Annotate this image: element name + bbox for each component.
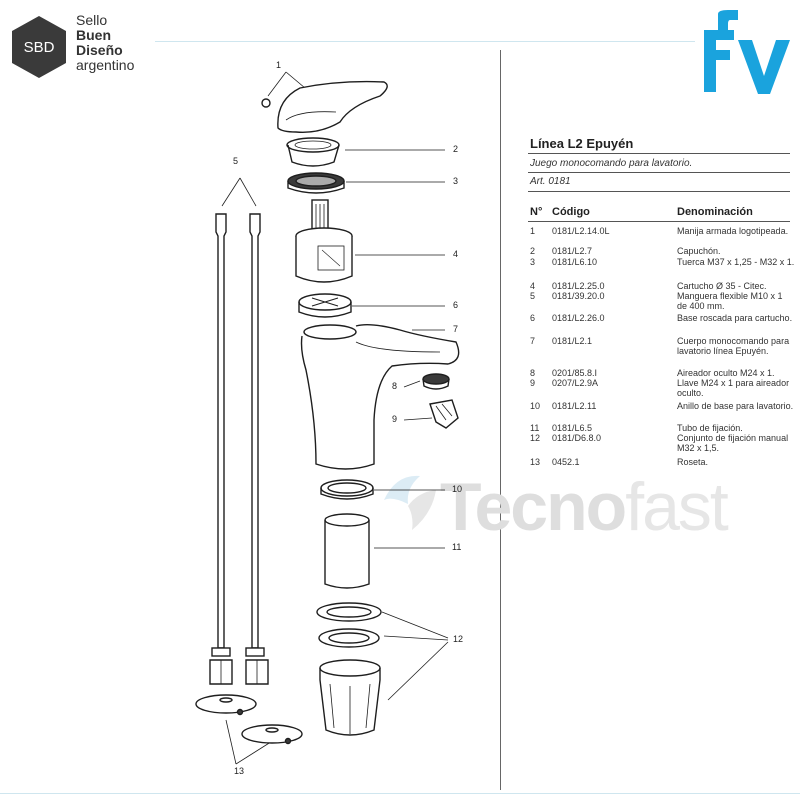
callout-4: 4 xyxy=(453,249,459,259)
part-9-key xyxy=(429,399,459,429)
part-7-body xyxy=(300,323,460,470)
row-desc: Capuchón. xyxy=(677,246,721,256)
panel-divider xyxy=(500,50,501,790)
product-subtitle: Juego monocomando para lavatorio. xyxy=(530,158,693,169)
callout-1: 1 xyxy=(276,60,282,70)
part-2-cap xyxy=(286,137,340,167)
top-rule xyxy=(155,41,695,42)
product-line-title: Línea L2 Epuyén xyxy=(530,136,634,151)
seal-caption: Sello Buen Diseño argentino xyxy=(76,13,134,73)
part-6-base xyxy=(298,293,352,318)
row-num: 6 xyxy=(530,313,536,323)
callout-13: 13 xyxy=(234,766,245,776)
col-header-num: N° xyxy=(530,206,543,218)
callout-11: 11 xyxy=(452,542,462,552)
row-num: 8 xyxy=(530,368,536,378)
sbd-seal-icon: SBD xyxy=(12,16,66,78)
row-desc: Manija armada logotipeada. xyxy=(677,226,789,236)
row-num: 3 xyxy=(530,257,536,267)
row-num: 13 xyxy=(530,457,541,467)
row-num: 12 xyxy=(530,433,541,443)
callout-8: 8 xyxy=(392,381,398,391)
row-desc: Anillo de base para lavatorio. xyxy=(677,401,794,411)
row-desc: Cartucho Ø 35 - Citec. xyxy=(677,281,767,291)
col-header-desc: Denominación xyxy=(677,206,753,218)
seal-line-2: Buen xyxy=(76,27,111,43)
watermark-part-2: fast xyxy=(625,469,729,545)
part-1-handle xyxy=(261,80,388,133)
row-desc: Llave M24 x 1 para aireador oculto. xyxy=(677,378,790,398)
subtitle-rule xyxy=(528,172,790,173)
row-desc: Aireador oculto M24 x 1. xyxy=(677,368,775,378)
row-num: 5 xyxy=(530,291,536,301)
callout-9: 9 xyxy=(392,414,398,424)
part-3-nut xyxy=(287,172,345,194)
row-desc: Tuerca M37 x 1,25 - M32 x 1. xyxy=(677,257,795,267)
row-num: 9 xyxy=(530,378,536,388)
seal-badge: SBD xyxy=(24,39,55,56)
row-code: 0181/39.20.0 xyxy=(552,291,605,301)
row-desc: Tubo de fijación. xyxy=(677,423,743,433)
row-num: 11 xyxy=(530,423,540,433)
exploded-drawing xyxy=(195,71,460,765)
row-num: 4 xyxy=(530,281,536,291)
part-11-tube xyxy=(324,513,370,589)
row-code: 0452.1 xyxy=(552,457,580,467)
fv-logo-icon xyxy=(704,10,790,94)
row-num: 2 xyxy=(530,246,536,256)
table-header-rule xyxy=(528,221,790,222)
col-header-code: Código xyxy=(552,206,590,218)
row-num: 10 xyxy=(530,401,541,411)
row-code: 0181/L6.5 xyxy=(552,423,593,433)
part-8-aerator xyxy=(422,373,450,390)
row-code: 0181/L2.14.0L xyxy=(552,226,610,236)
callout-10: 10 xyxy=(452,484,463,494)
callout-2: 2 xyxy=(453,144,459,154)
row-code: 0181/L6.10 xyxy=(552,257,598,267)
callout-7: 7 xyxy=(453,324,459,334)
seal-line-4: argentino xyxy=(76,57,135,73)
row-code: 0201/85.8.I xyxy=(552,368,598,378)
row-code: 0207/L2.9A xyxy=(552,378,599,388)
part-4-cartridge xyxy=(295,199,353,283)
row-desc: Roseta. xyxy=(677,457,709,467)
row-desc: Conjunto de fijación manual M32 x 1,5. xyxy=(677,433,789,453)
part-12-fixing-set xyxy=(316,602,382,736)
title-rule xyxy=(528,153,790,154)
row-code: 0181/L2.7 xyxy=(552,246,593,256)
article-rule xyxy=(528,191,790,192)
row-desc: Base roscada para cartucho. xyxy=(677,313,793,323)
row-desc: Manguera flexible M10 x 1 de 400 mm. xyxy=(677,291,783,311)
row-num: 1 xyxy=(530,226,536,236)
callout-5: 5 xyxy=(233,156,239,166)
callout-3: 3 xyxy=(453,176,459,186)
callout-12: 12 xyxy=(453,634,464,644)
row-num: 7 xyxy=(530,336,536,346)
bottom-rule xyxy=(0,793,800,794)
row-code: 0181/D6.8.0 xyxy=(552,433,602,443)
article-number: Art. 0181 xyxy=(530,176,571,187)
leader-lines xyxy=(221,71,449,765)
part-5-hoses xyxy=(209,213,269,685)
row-desc: Cuerpo monocomando para lavatorio línea … xyxy=(677,336,790,356)
tecnofast-watermark: Tecnofast xyxy=(440,468,729,546)
seal-line-3: Diseño xyxy=(76,42,123,58)
row-code: 0181/L2.25.0 xyxy=(552,281,605,291)
row-code: 0181/L2.11 xyxy=(552,401,597,411)
part-10-ring xyxy=(320,479,374,500)
part-13-rosettes xyxy=(195,694,303,745)
seal-line-1: Sello xyxy=(76,12,108,28)
callout-6: 6 xyxy=(453,300,459,310)
row-code: 0181/L2.26.0 xyxy=(552,313,605,323)
watermark-part-1: Tecno xyxy=(440,469,627,545)
row-code: 0181/L2.1 xyxy=(552,336,593,346)
